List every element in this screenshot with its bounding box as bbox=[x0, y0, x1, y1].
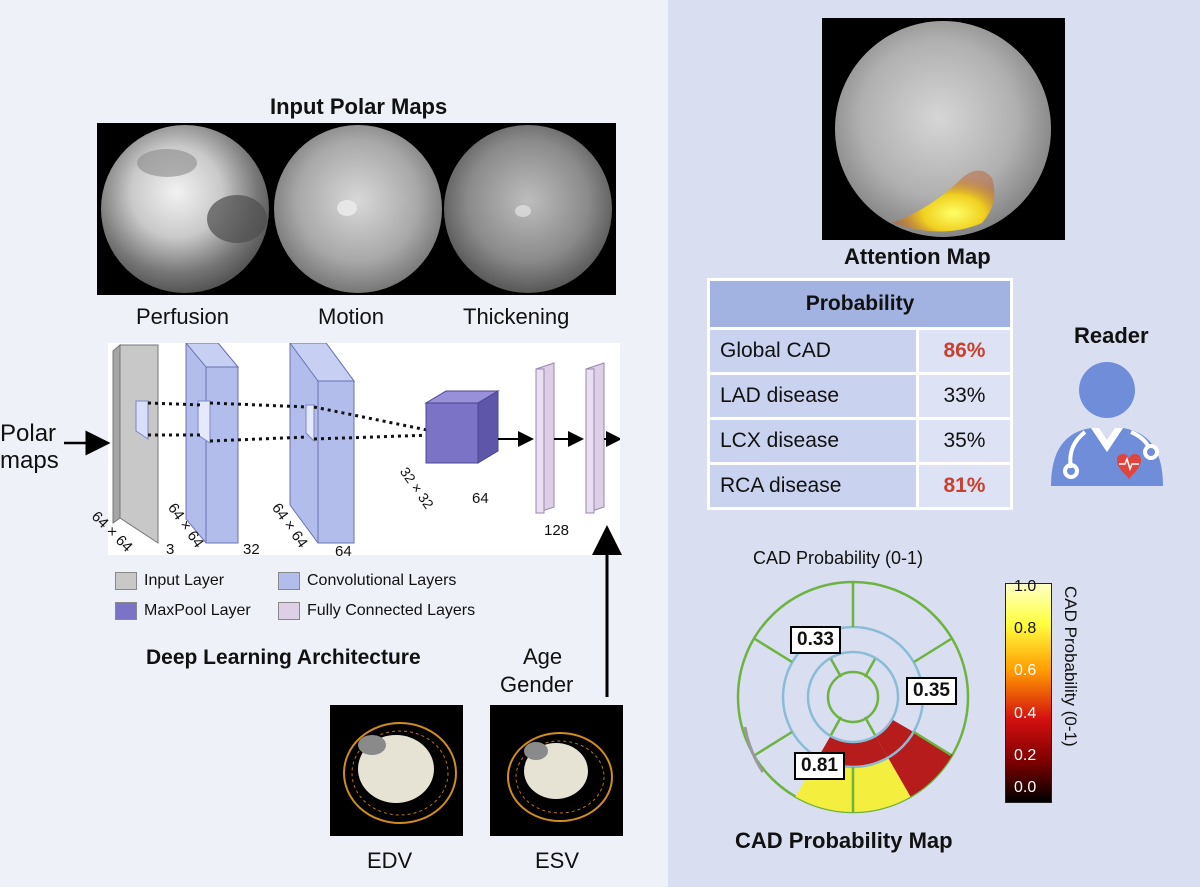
maxpool-layer-block bbox=[424, 390, 500, 464]
conv-layer-1-block bbox=[184, 342, 240, 544]
row-label-lcx: LCX disease bbox=[707, 417, 919, 465]
dim-input-channels: 3 bbox=[166, 541, 175, 558]
cad-map-top-label: CAD Probability (0-1) bbox=[753, 548, 924, 568]
conv-layer-2-block bbox=[289, 342, 355, 544]
esv-image bbox=[490, 705, 623, 836]
architecture-title: Deep Learning Architecture bbox=[146, 646, 421, 669]
colorbar bbox=[1005, 583, 1052, 803]
table-row: RCA disease 81% bbox=[707, 462, 1014, 510]
label-perfusion: Perfusion bbox=[136, 304, 229, 329]
dim-conv1-channels: 32 bbox=[243, 541, 260, 558]
input-layer-block bbox=[112, 343, 159, 544]
dim-fc: 128 bbox=[544, 522, 570, 539]
table-row: LCX disease 35% bbox=[707, 417, 1014, 465]
fc-layer-2-block bbox=[585, 362, 605, 514]
gender-label: Gender bbox=[500, 672, 574, 697]
legend-swatch-maxpool bbox=[115, 602, 137, 620]
esv-label: ESV bbox=[535, 848, 580, 873]
reader-label: Reader bbox=[1074, 323, 1149, 348]
doctor-icon bbox=[1051, 362, 1163, 486]
dim-pool-channels: 64 bbox=[472, 490, 489, 507]
edv-image bbox=[330, 705, 463, 836]
colorbar-tick-06: 0.6 bbox=[1014, 662, 1037, 679]
label-motion: Motion bbox=[318, 304, 385, 329]
input-maps-title: Input Polar Maps bbox=[270, 94, 448, 119]
dim-conv2-channels: 64 bbox=[335, 543, 352, 560]
connector-arrows bbox=[64, 430, 622, 697]
age-label: Age bbox=[523, 644, 563, 669]
fc-layer-1-block bbox=[535, 362, 555, 514]
colorbar-label: CAD Probability (0-1) bbox=[1061, 586, 1080, 747]
attention-map-image bbox=[822, 18, 1065, 240]
legend-swatch-input bbox=[115, 572, 137, 590]
architecture-diagram bbox=[108, 342, 622, 555]
row-value-lad: 33% bbox=[915, 372, 1014, 420]
lad-value-box: 0.33 bbox=[790, 626, 841, 654]
colorbar-tick-1: 1.0 bbox=[1014, 578, 1037, 595]
label-thickening: Thickening bbox=[463, 304, 570, 329]
probability-table: Probability Global CAD 86% LAD disease 3… bbox=[707, 278, 1014, 510]
polar-maps-label-2: maps bbox=[0, 447, 59, 474]
legend-swatch-conv bbox=[278, 572, 300, 590]
table-row: Global CAD 86% bbox=[707, 327, 1014, 375]
row-value-global-cad: 86% bbox=[915, 327, 1014, 375]
lcx-value-box: 0.35 bbox=[906, 677, 957, 705]
legend-conv-label: Convolutional Layers bbox=[307, 572, 457, 589]
legend-fc-label: Fully Connected Layers bbox=[307, 602, 476, 619]
legend-input-label: Input Layer bbox=[144, 572, 225, 589]
cad-map-title: CAD Probability Map bbox=[735, 828, 953, 853]
legend-swatch-fc bbox=[278, 602, 300, 620]
rca-value-box: 0.81 bbox=[794, 752, 845, 780]
motion-polar-map bbox=[274, 125, 442, 293]
row-label-lad: LAD disease bbox=[707, 372, 919, 420]
colorbar-tick-0: 0.0 bbox=[1014, 779, 1037, 796]
legend-maxpool-label: MaxPool Layer bbox=[144, 602, 251, 619]
polar-maps-label-1: Polar bbox=[0, 420, 57, 447]
attention-map-title: Attention Map bbox=[844, 244, 991, 269]
row-value-rca: 81% bbox=[915, 462, 1014, 510]
row-label-global-cad: Global CAD bbox=[707, 327, 919, 375]
row-value-lcx: 35% bbox=[915, 417, 1014, 465]
row-label-rca: RCA disease bbox=[707, 462, 919, 510]
probability-header: Probability bbox=[707, 278, 1013, 330]
colorbar-tick-08: 0.8 bbox=[1014, 620, 1037, 637]
table-row: LAD disease 33% bbox=[707, 372, 1014, 420]
colorbar-tick-04: 0.4 bbox=[1014, 705, 1037, 722]
colorbar-tick-02: 0.2 bbox=[1014, 747, 1037, 764]
polar-map-strip bbox=[97, 123, 616, 295]
edv-label: EDV bbox=[367, 848, 413, 873]
